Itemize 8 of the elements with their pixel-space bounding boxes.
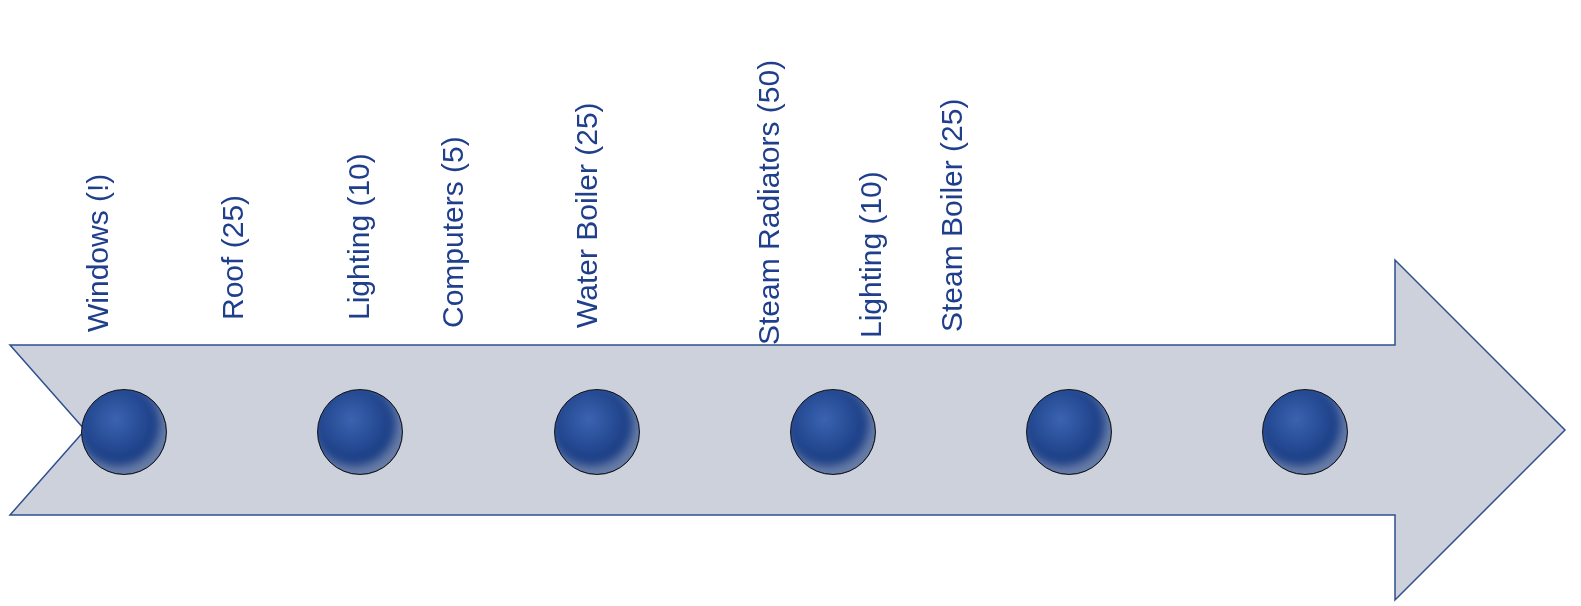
milestone-label: Roof (25) — [216, 194, 250, 320]
milestone-label: Lighting (10) — [854, 171, 888, 338]
milestone-label: Lighting (10) — [342, 153, 376, 320]
milestone-label: Steam Boiler (25) — [935, 98, 969, 332]
milestone-label: Windows (!) — [81, 173, 115, 332]
milestone-label: Computers (5) — [436, 136, 470, 328]
milestone-label: Steam Radiators (50) — [752, 59, 786, 345]
milestone-label: Water Boiler (25) — [570, 102, 604, 328]
